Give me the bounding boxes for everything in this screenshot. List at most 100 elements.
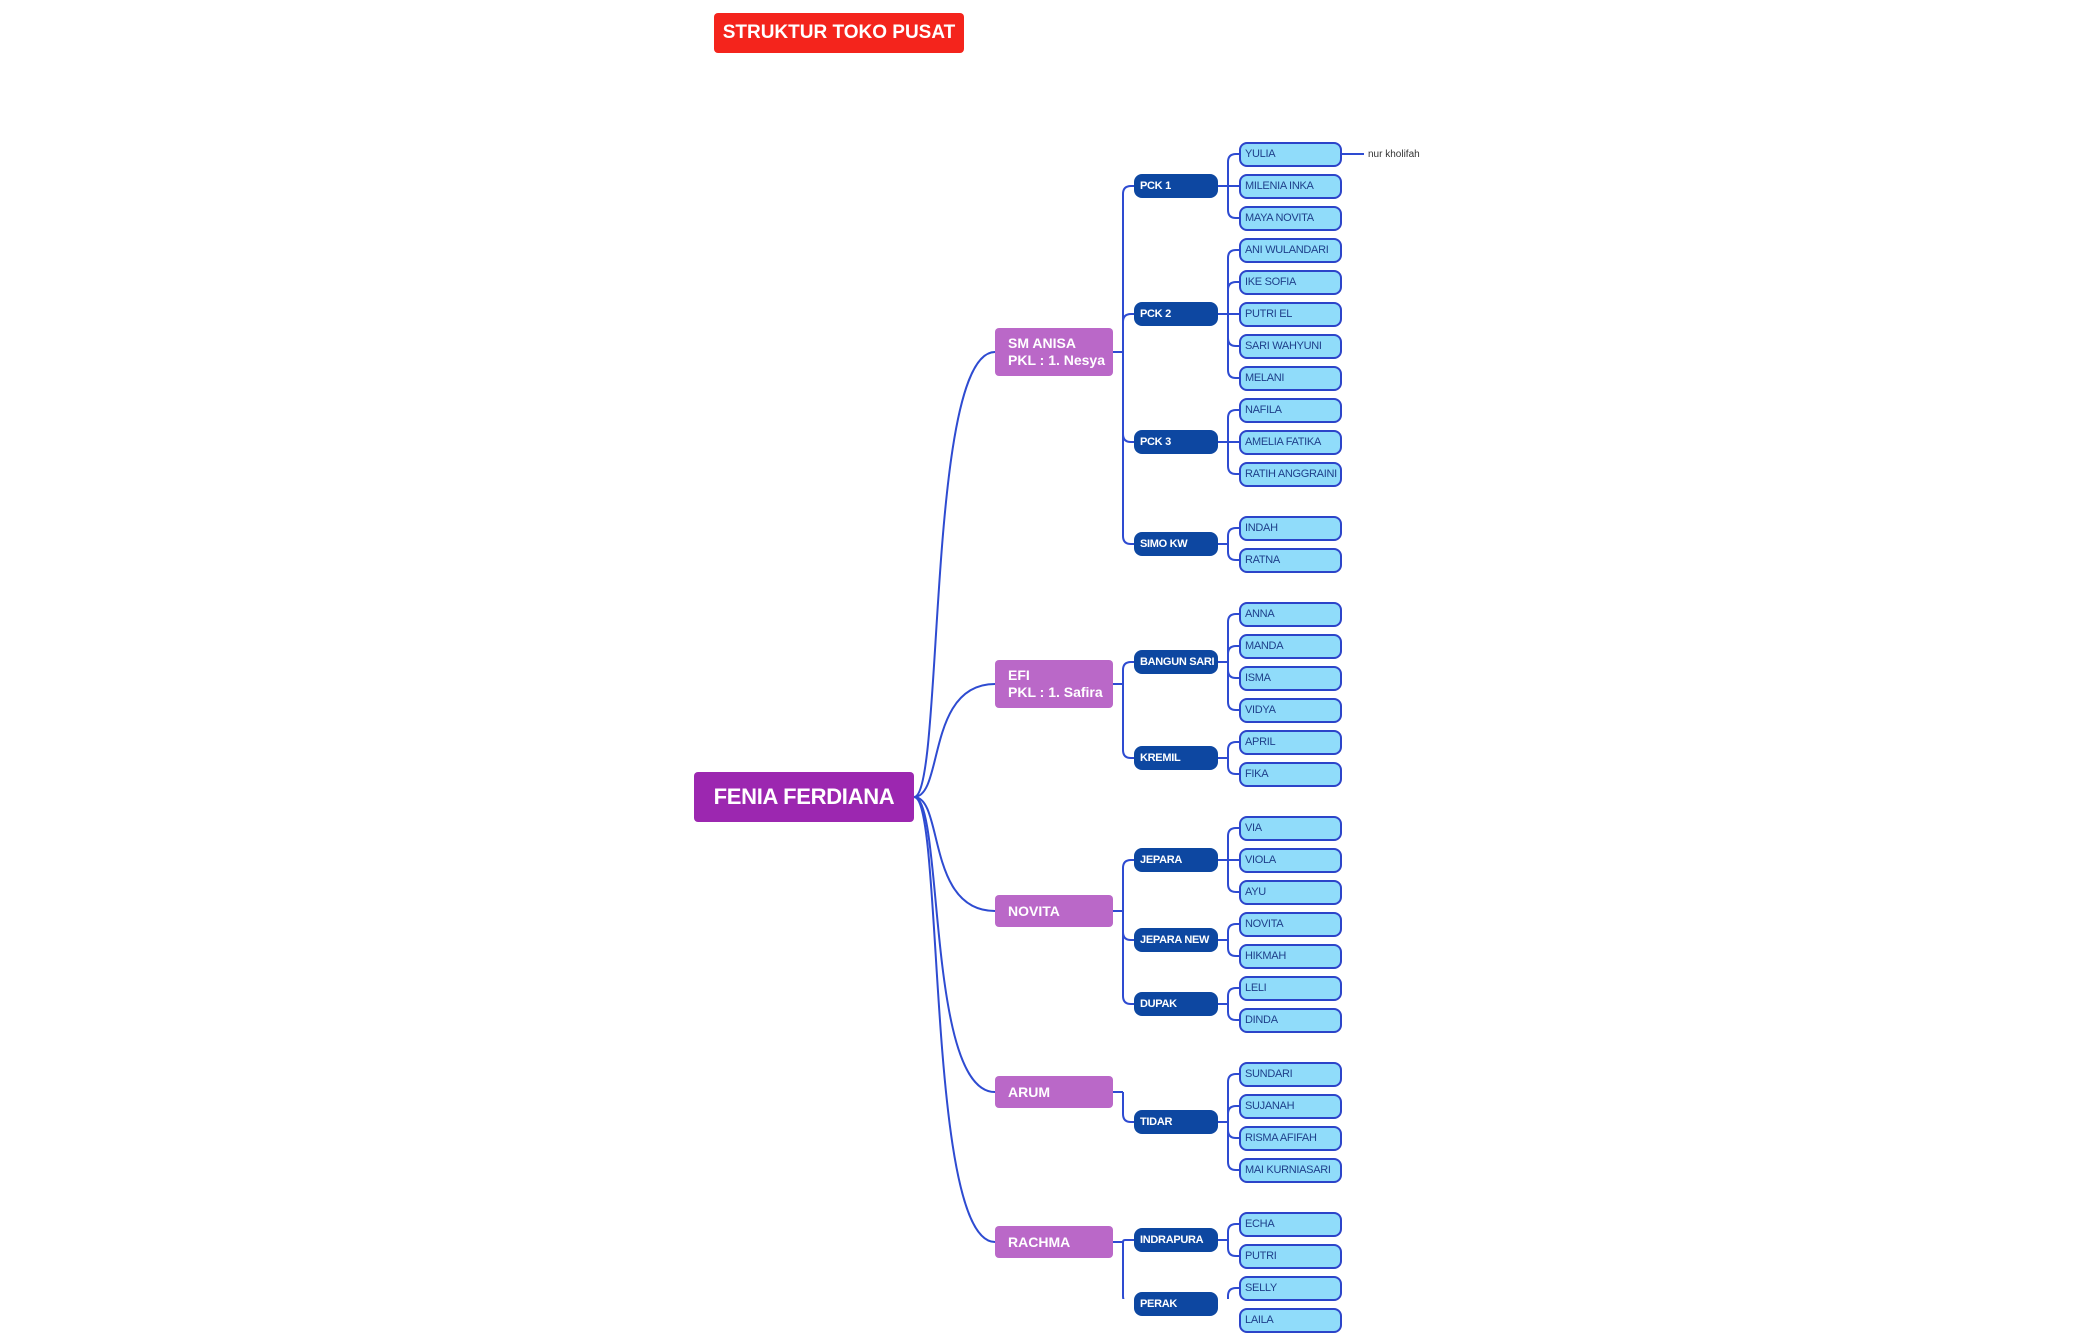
root-node[interactable]: FENIA FERDIANA	[694, 772, 914, 822]
staff-node-ratna[interactable]: RATNA	[1239, 547, 1342, 573]
store-tidar-link	[1227, 1122, 1239, 1171]
root-link	[913, 683, 996, 798]
manager-node-arum[interactable]: ARUM	[995, 1076, 1113, 1108]
staff-node-fika[interactable]: FIKA	[1239, 761, 1342, 787]
staff-node-anna[interactable]: ANNA	[1239, 601, 1342, 627]
staff-node-amelia-fatika[interactable]: AMELIA FATIKA	[1239, 429, 1342, 455]
manager-name: SM ANISA	[1008, 335, 1076, 351]
staff-node-manda[interactable]: MANDA	[1239, 633, 1342, 659]
staff-node-sari-wahyuni[interactable]: SARI WAHYUNI	[1239, 333, 1342, 359]
manager-rachma-link	[1122, 1239, 1134, 1243]
staff-node-dinda[interactable]: DINDA	[1239, 1007, 1342, 1033]
store-pck-2-link	[1227, 314, 1239, 379]
store-node-indrapura[interactable]: INDRAPURA	[1134, 1228, 1218, 1252]
staff-node-laila[interactable]: LAILA	[1239, 1307, 1342, 1333]
store-node-perak[interactable]: PERAK	[1134, 1292, 1218, 1316]
manager-sm-anisa-link	[1122, 185, 1134, 352]
staff-node-ratih-anggraini[interactable]: RATIH ANGGRAINI	[1239, 461, 1342, 487]
store-pck-3-link	[1227, 442, 1239, 475]
store-node-jepara[interactable]: JEPARA	[1134, 848, 1218, 872]
store-jepara-new-link	[1227, 923, 1239, 940]
manager-name: ARUM	[1008, 1083, 1050, 1100]
connector-lines	[913, 153, 1364, 1299]
staff-node-risma-afifah[interactable]: RISMA AFIFAH	[1239, 1125, 1342, 1151]
manager-intern: PKL : 1. Nesya	[1008, 352, 1106, 368]
manager-intern: PKL : 1. Safira	[1008, 684, 1103, 700]
store-jepara-new-link	[1227, 940, 1239, 957]
manager-novita-link	[1122, 911, 1134, 1005]
staff-node-april[interactable]: APRIL	[1239, 729, 1342, 755]
staff-node-vidya[interactable]: VIDYA	[1239, 697, 1342, 723]
store-jepara-link	[1227, 860, 1239, 893]
store-simo-kw-link	[1227, 544, 1239, 561]
manager-node-novita[interactable]: NOVITA	[995, 895, 1113, 927]
staff-node-putri-el[interactable]: PUTRI EL	[1239, 301, 1342, 327]
store-pck-2-link	[1227, 281, 1239, 314]
store-simo-kw-link	[1227, 527, 1239, 544]
staff-node-indah[interactable]: INDAH	[1239, 515, 1342, 541]
mind-map-canvas: STRUKTUR TOKO PUSAT FENIA FERDIANA YULIA…	[694, 13, 1420, 1333]
store-node-pck-2[interactable]: PCK 2	[1134, 302, 1218, 326]
title-banner[interactable]: STRUKTUR TOKO PUSAT	[714, 13, 964, 53]
store-bangun-sari-link	[1227, 662, 1239, 711]
manager-novita-link	[1122, 911, 1134, 941]
store-pck-1-link	[1227, 186, 1239, 219]
store-node-bangun-sari[interactable]: BANGUN SARI	[1134, 650, 1218, 674]
staff-node-sundari[interactable]: SUNDARI	[1239, 1061, 1342, 1087]
manager-efi-link	[1122, 684, 1134, 759]
staff-node-yulia[interactable]: YULIA	[1239, 141, 1342, 167]
staff-node-ike-sofia[interactable]: IKE SOFIA	[1239, 269, 1342, 295]
staff-node-maya-novita[interactable]: MAYA NOVITA	[1239, 205, 1342, 231]
root-link	[913, 351, 996, 798]
store-node-simo-kw[interactable]: SIMO KW	[1134, 532, 1218, 556]
floating-note[interactable]: nur kholifah	[1368, 148, 1420, 160]
store-dupak-link	[1227, 1004, 1239, 1021]
root-link	[913, 796, 996, 912]
staff-node-hikmah[interactable]: HIKMAH	[1239, 943, 1342, 969]
staff-node-ani-wulandari[interactable]: ANI WULANDARI	[1239, 237, 1342, 263]
store-node-dupak[interactable]: DUPAK	[1134, 992, 1218, 1016]
manager-novita-link	[1122, 859, 1134, 911]
staff-node-leli[interactable]: LELI	[1239, 975, 1342, 1001]
staff-node-selly[interactable]: SELLY	[1239, 1275, 1342, 1301]
store-pck-2-link	[1227, 314, 1239, 347]
store-kremil-link	[1227, 758, 1239, 775]
manager-name: NOVITA	[1008, 902, 1060, 919]
root-link	[913, 796, 996, 1093]
store-tidar-link	[1227, 1122, 1239, 1139]
staff-node-sujanah[interactable]: SUJANAH	[1239, 1093, 1342, 1119]
store-indrapura-link	[1227, 1223, 1239, 1240]
staff-node-isma[interactable]: ISMA	[1239, 665, 1342, 691]
manager-arum-link	[1122, 1092, 1134, 1123]
staff-node-viola[interactable]: VIOLA	[1239, 847, 1342, 873]
store-node-jepara-new[interactable]: JEPARA NEW	[1134, 928, 1218, 952]
manager-name: RACHMA	[1008, 1233, 1071, 1250]
store-node-tidar[interactable]: TIDAR	[1134, 1110, 1218, 1134]
store-node-pck-1[interactable]: PCK 1	[1134, 174, 1218, 198]
staff-node-echa[interactable]: ECHA	[1239, 1211, 1342, 1237]
staff-node-putri[interactable]: PUTRI	[1239, 1243, 1342, 1269]
store-node-kremil[interactable]: KREMIL	[1134, 746, 1218, 770]
store-bangun-sari-link	[1227, 662, 1239, 679]
staff-node-via[interactable]: VIA	[1239, 815, 1342, 841]
staff-node-melani[interactable]: MELANI	[1239, 365, 1342, 391]
staff-node-novita[interactable]: NOVITA	[1239, 911, 1342, 937]
manager-efi-link	[1122, 661, 1134, 684]
staff-node-mai-kurniasari[interactable]: MAI KURNIASARI	[1239, 1157, 1342, 1183]
manager-rachma-link	[1122, 1242, 1125, 1299]
store-tidar-link	[1227, 1073, 1239, 1122]
store-kremil-link	[1227, 741, 1239, 758]
staff-node-milenia-inka[interactable]: MILENIA INKA	[1239, 173, 1342, 199]
store-dupak-link	[1227, 987, 1239, 1004]
manager-name: EFI	[1008, 667, 1030, 683]
store-node-pck-3[interactable]: PCK 3	[1134, 430, 1218, 454]
store-bangun-sari-link	[1227, 613, 1239, 662]
staff-node-ayu[interactable]: AYU	[1239, 879, 1342, 905]
store-bangun-sari-link	[1227, 645, 1239, 662]
store-pck-3-link	[1227, 409, 1239, 442]
store-pck-1-link	[1227, 153, 1239, 186]
staff-node-nafila[interactable]: NAFILA	[1239, 397, 1342, 423]
manager-node-rachma[interactable]: RACHMA	[995, 1226, 1113, 1258]
